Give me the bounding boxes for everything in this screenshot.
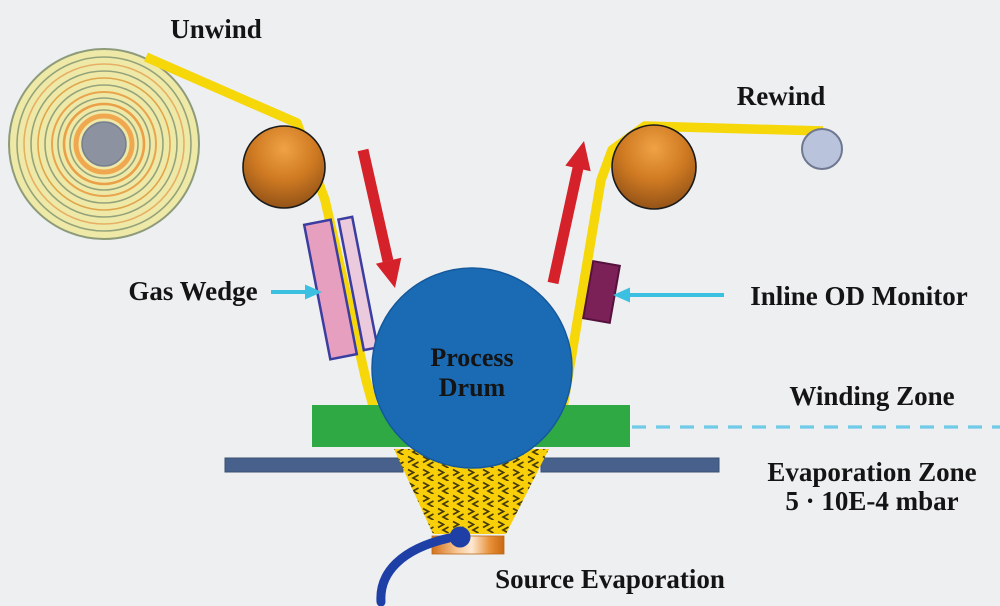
winding-zone-label: Winding Zone xyxy=(789,381,954,411)
inline-od-monitor-label: Inline OD Monitor xyxy=(750,281,968,311)
evaporation-zone-label: Evaporation Zone xyxy=(767,457,976,487)
gas-wedge-label: Gas Wedge xyxy=(128,276,257,306)
unwind-core xyxy=(81,121,127,167)
process-drum xyxy=(371,267,573,469)
web-path-unwind-side xyxy=(144,52,388,444)
evaporation-zone-divider-right xyxy=(540,457,720,473)
feed-wire xyxy=(376,526,471,606)
unwind-guide-roller xyxy=(242,125,326,209)
process-drum-label-line1: Process xyxy=(430,343,513,372)
evaporation-pressure-label: 5 · 10E-4 mbar xyxy=(785,486,958,516)
od-monitor-pointer-arrow xyxy=(613,287,724,303)
vapor-plume xyxy=(394,449,549,534)
process-drum-label-line2: Drum xyxy=(439,373,506,402)
web-direction-arrow-down xyxy=(357,148,402,288)
rewind-label: Rewind xyxy=(737,81,826,111)
gas-wedge-outer-plate xyxy=(336,215,380,352)
rewind-core xyxy=(801,128,843,170)
rewind-guide-roller xyxy=(611,124,697,210)
unwind-label: Unwind xyxy=(170,14,262,44)
evaporation-zone-divider-left xyxy=(224,457,404,473)
unwind-roll-coil xyxy=(8,48,200,240)
web-path-rewind-side xyxy=(555,121,824,426)
gas-wedge-pointer-arrow xyxy=(271,284,322,300)
source-evaporation-label: Source Evaporation xyxy=(495,564,725,594)
web-direction-arrow-up xyxy=(547,141,591,285)
